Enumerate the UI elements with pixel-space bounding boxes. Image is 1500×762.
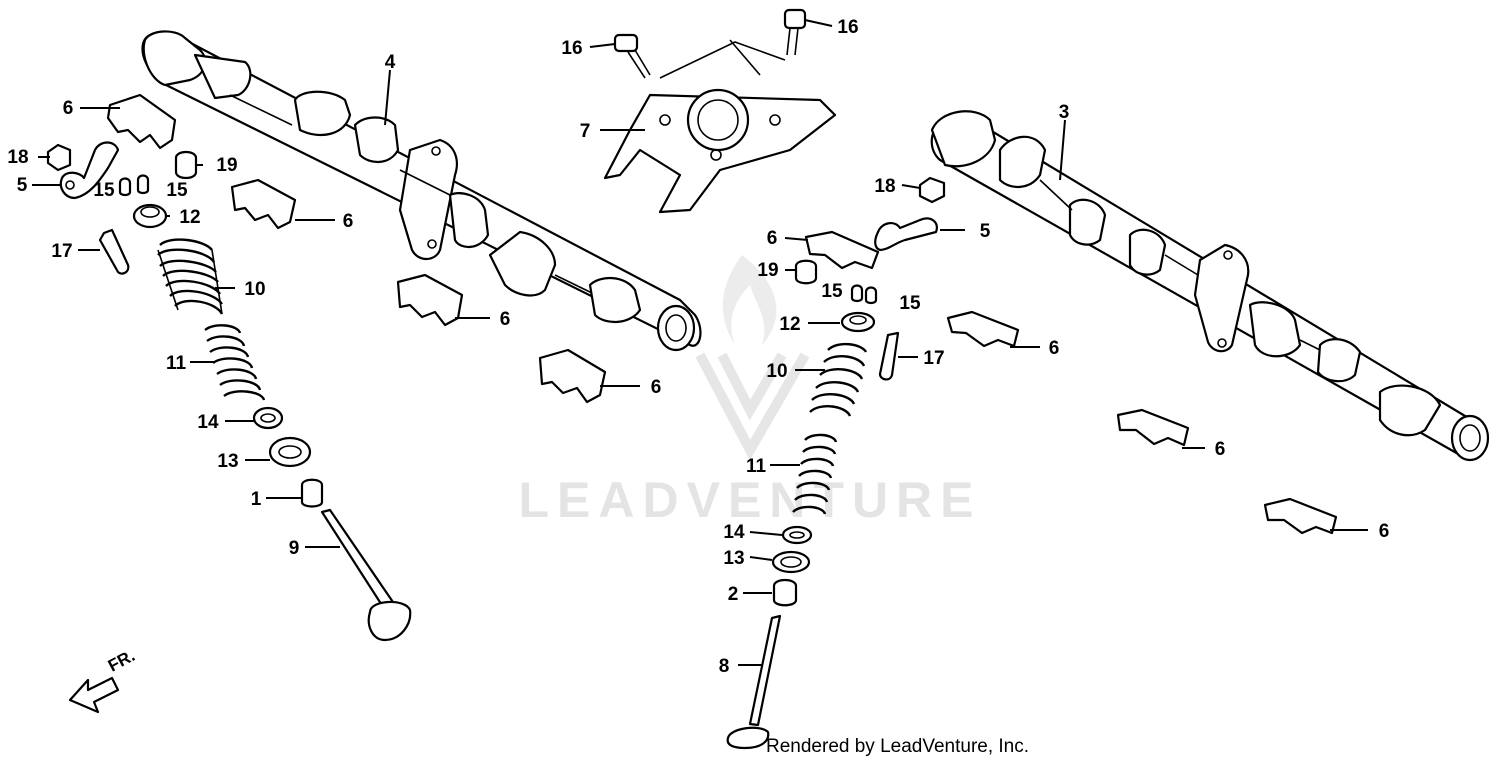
callout-19: 19 — [757, 260, 778, 281]
callout-5: 5 — [17, 175, 28, 196]
callout-3: 3 — [1059, 102, 1070, 123]
callout-1: 1 — [251, 489, 262, 510]
camshaft-left-part-4[interactable] — [141, 30, 702, 352]
callout-2: 2 — [728, 584, 739, 605]
cam-holder-part-6[interactable] — [106, 93, 1338, 535]
callout-19: 19 — [216, 155, 237, 176]
callout-18: 18 — [874, 176, 895, 197]
callout-13: 13 — [723, 548, 744, 569]
callout-7: 7 — [580, 121, 591, 142]
callout-17: 17 — [51, 241, 72, 262]
leader-lines — [32, 19, 1368, 666]
callout-15: 15 — [899, 293, 921, 314]
callout-9: 9 — [289, 538, 300, 559]
callout-6: 6 — [63, 98, 74, 119]
valve-train-left[interactable] — [46, 141, 412, 642]
bolt-part-16-right[interactable] — [783, 8, 807, 56]
camshaft-right-part-3[interactable] — [930, 110, 1490, 462]
bolt-part-16-left[interactable] — [613, 33, 651, 79]
callout-13: 13 — [217, 451, 238, 472]
callout-6: 6 — [1049, 338, 1060, 359]
callout-8: 8 — [719, 656, 730, 677]
front-direction-indicator: FR. — [68, 646, 138, 714]
callout-18: 18 — [7, 147, 28, 168]
callout-5: 5 — [980, 221, 991, 242]
front-arrow-icon — [68, 676, 120, 714]
callout-labels: 4 6 18 5 15 15 19 12 6 17 10 6 11 6 14 1… — [7, 17, 1389, 677]
callout-14: 14 — [723, 522, 745, 543]
watermark-text: LEADVENTURE — [518, 472, 981, 528]
callout-12: 12 — [779, 314, 800, 335]
callout-4: 4 — [385, 52, 396, 73]
callout-15: 15 — [93, 180, 115, 201]
valve-train-right[interactable] — [726, 176, 946, 750]
callout-6: 6 — [1215, 439, 1226, 460]
callout-6: 6 — [651, 377, 662, 398]
callout-15: 15 — [821, 281, 843, 302]
camshaft-holder-bracket-part-7[interactable] — [603, 39, 837, 214]
callout-10: 10 — [766, 361, 787, 382]
watermark-flame-logo — [695, 255, 810, 461]
leadventure-watermark: LEADVENTURE — [518, 255, 981, 528]
rendered-by-footer: Rendered by LeadVenture, Inc. — [766, 736, 1029, 757]
callout-16: 16 — [837, 17, 858, 38]
callout-16: 16 — [561, 38, 582, 59]
callout-6: 6 — [767, 228, 778, 249]
callout-10: 10 — [244, 279, 265, 300]
callout-15: 15 — [166, 180, 188, 201]
callout-11: 11 — [166, 353, 187, 374]
callout-11: 11 — [746, 456, 767, 477]
callout-14: 14 — [197, 412, 219, 433]
callout-17: 17 — [923, 348, 944, 369]
callout-6: 6 — [343, 211, 354, 232]
front-direction-label: FR. — [105, 646, 138, 676]
callout-6: 6 — [500, 309, 511, 330]
callout-6: 6 — [1379, 521, 1390, 542]
callout-12: 12 — [179, 207, 200, 228]
